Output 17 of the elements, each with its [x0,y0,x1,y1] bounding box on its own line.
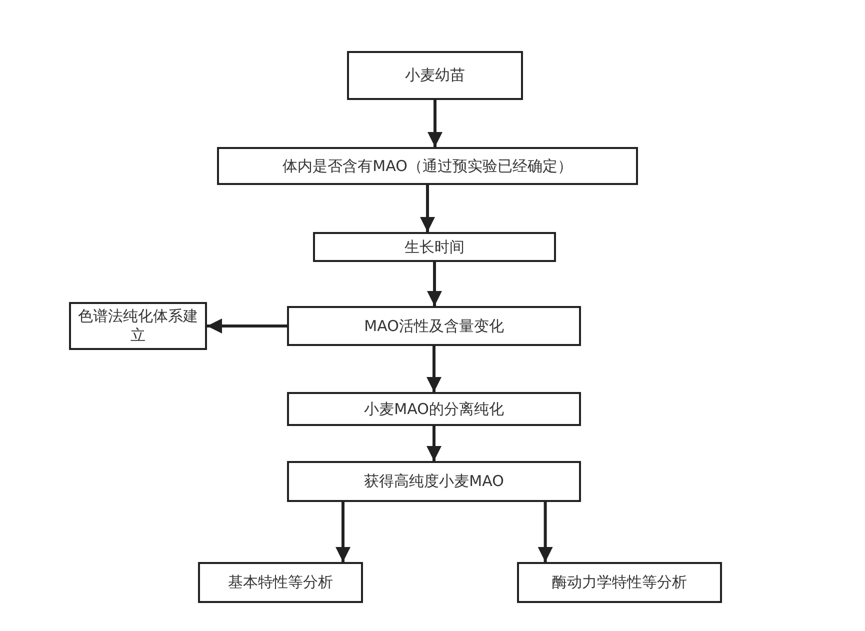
arrow [336,502,350,562]
process-box: 小麦MAO的分离纯化 [287,392,581,426]
process-box: 酶动力学特性等分析 [517,562,722,603]
arrow [207,318,287,334]
process-box: 小麦幼苗 [347,51,523,100]
process-box: 生长时间 [313,232,556,262]
process-box: 基本特性等分析 [198,562,363,603]
arrow [538,502,553,562]
arrow [428,100,442,147]
process-box: MAO活性及含量变化 [287,306,581,346]
process-box: 获得高纯度小麦MAO [287,461,581,502]
arrow [426,346,442,392]
arrow [426,426,442,461]
process-box: 色谱法纯化体系建立 [69,302,207,350]
process-box: 体内是否含有MAO（通过预实验已经确定） [217,147,638,185]
arrow [420,185,435,232]
arrow [427,262,442,306]
